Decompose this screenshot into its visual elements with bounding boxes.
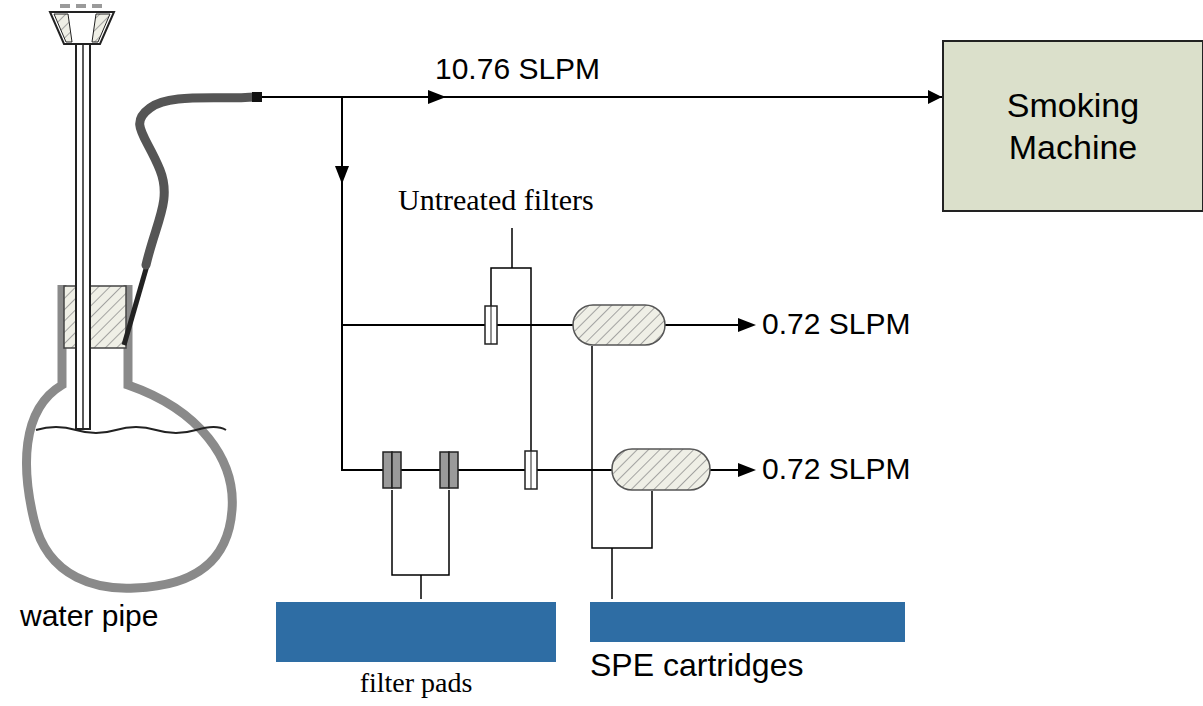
- flow-arrow: [738, 463, 756, 477]
- bowl: [50, 12, 114, 44]
- hose-end: [252, 92, 262, 102]
- filter-pad: [392, 452, 401, 488]
- node-text: water pipe: [20, 599, 262, 632]
- spe-cartridge: [612, 449, 710, 490]
- spe-cartridge: [573, 305, 665, 345]
- sample-line: [341, 324, 742, 326]
- stopper: [64, 286, 126, 348]
- blue-bar: [590, 602, 905, 642]
- flow-connector: [262, 96, 942, 98]
- flow-arrow: [738, 318, 756, 332]
- flow-rate: 0.72 SLPM: [762, 307, 910, 342]
- stem: [76, 44, 90, 429]
- part-label: Untreated filters: [398, 183, 594, 218]
- branch-line: [341, 97, 343, 471]
- filter-pad: [449, 452, 458, 488]
- legend-bar: filter pads: [276, 602, 556, 699]
- hose-port: [124, 262, 148, 345]
- process-box: Smoking Machine: [942, 40, 1203, 212]
- filter-pad: [383, 452, 392, 488]
- node-text: filter pads: [276, 668, 556, 699]
- flow-rate: 10.76 SLPM: [435, 52, 600, 87]
- untreated-filter: [485, 306, 497, 344]
- bowl-hatch: [54, 14, 110, 42]
- water-line: [36, 427, 226, 433]
- filter-pad: [440, 452, 449, 488]
- node-text: Smoking Machine: [964, 84, 1182, 169]
- flow-arrow: [335, 166, 349, 184]
- water-pipe-figure: [27, 6, 262, 588]
- untreated-filter: [491, 306, 492, 344]
- node-text: SPE cartridges: [590, 648, 905, 683]
- flow-rate: 0.72 SLPM: [762, 452, 910, 487]
- untreated-filter: [531, 451, 532, 489]
- blue-bar: [276, 602, 556, 662]
- bracket: [392, 490, 449, 599]
- legend-bar: SPE cartridges: [590, 602, 905, 683]
- stem-inner: [82, 44, 84, 429]
- figure-caption: water pipe: [20, 0, 262, 632]
- coal-foil: [60, 4, 106, 8]
- hose: [140, 97, 256, 265]
- untreated-filter: [525, 451, 537, 489]
